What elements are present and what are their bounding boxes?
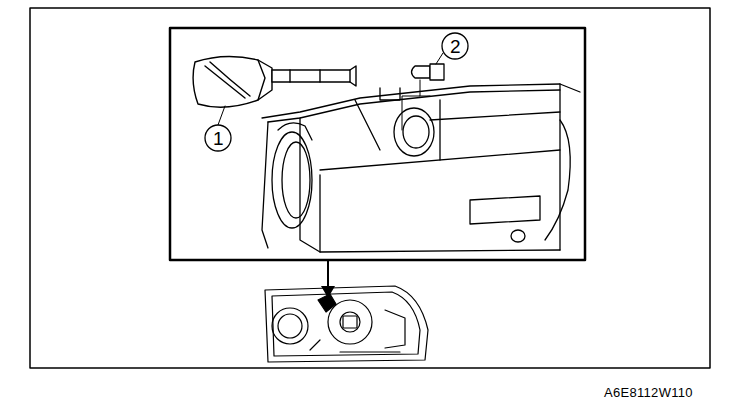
outer-frame xyxy=(30,8,710,368)
wedge-bulb xyxy=(412,64,445,80)
detail-frame xyxy=(170,28,585,260)
callout-number: 1 xyxy=(213,129,224,148)
headlamp-bulb xyxy=(193,56,356,107)
headlamp-housing xyxy=(262,84,580,252)
leader-lines xyxy=(218,53,443,130)
figure-code: A6E8112W110 xyxy=(604,386,693,399)
pointer-arrow xyxy=(321,260,335,298)
headlamp-overview xyxy=(265,286,428,362)
callout-circle xyxy=(205,125,231,151)
callout-number: 2 xyxy=(450,37,461,56)
callout-circle xyxy=(442,33,468,59)
